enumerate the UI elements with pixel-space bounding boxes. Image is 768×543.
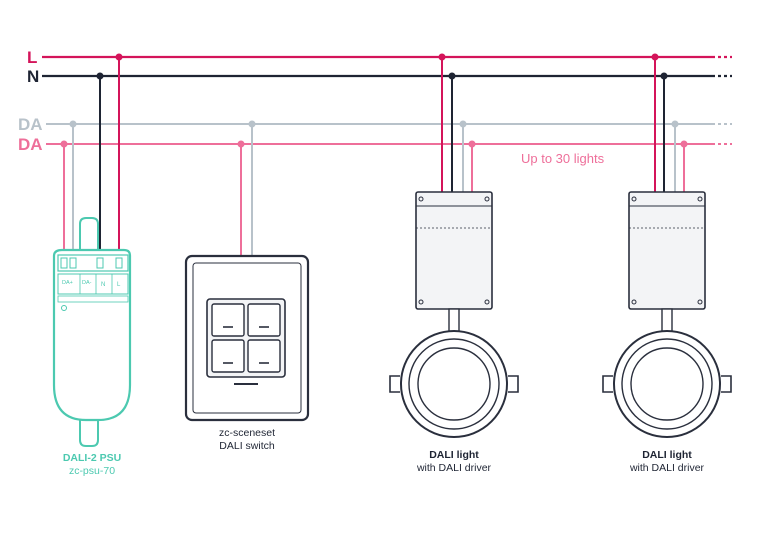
- neutral-bus-label: N: [27, 67, 39, 86]
- psu-model: zc-psu-70: [68, 465, 116, 477]
- junction-dots: [60, 53, 688, 148]
- psu-terminal-n: N: [101, 282, 105, 288]
- switch-title: zc-sceneset: [218, 427, 276, 439]
- live-bus-label: L: [27, 48, 37, 67]
- psu-terminal-l: L: [117, 282, 121, 288]
- drop-wires: [63, 57, 685, 258]
- psu-title: DALI-2 PSU: [62, 452, 122, 464]
- switch-device: [184, 254, 310, 422]
- light-1-device: [389, 191, 519, 438]
- light-2-device: [602, 191, 732, 438]
- light-2-caption: DALI light with DALI driver: [607, 449, 727, 475]
- dali-pink-bus-label: DA: [18, 135, 43, 154]
- light-1-caption: DALI light with DALI driver: [394, 449, 514, 475]
- psu-caption: DALI-2 PSU zc-psu-70: [32, 452, 152, 478]
- psu-device: [52, 217, 132, 447]
- light-1-title: DALI light: [429, 449, 479, 461]
- light-1-subtitle: with DALI driver: [416, 462, 492, 474]
- light-2-title: DALI light: [642, 449, 692, 461]
- psu-terminal-da-minus: DA-: [82, 280, 92, 286]
- dali-grey-bus-label: DA: [18, 115, 43, 134]
- light-2-subtitle: with DALI driver: [629, 462, 705, 474]
- bus-lines: [42, 55, 732, 145]
- light-count-note: Up to 30 lights: [521, 151, 605, 166]
- switch-caption: zc-sceneset DALI switch: [187, 427, 307, 453]
- psu-terminal-da-plus: DA+: [62, 280, 73, 286]
- switch-subtitle: DALI switch: [219, 440, 275, 452]
